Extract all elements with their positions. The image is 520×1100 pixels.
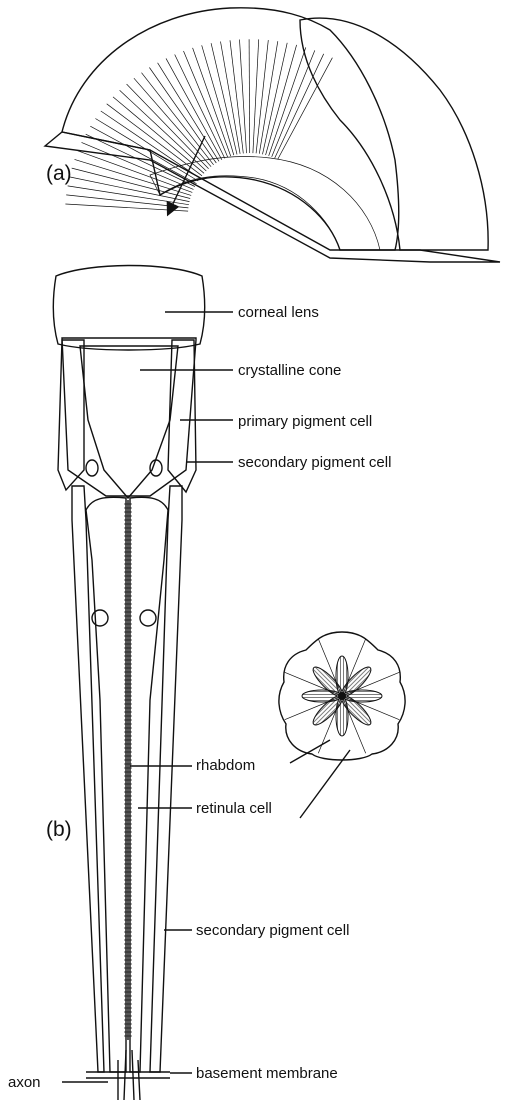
secondary-pigment-cell-left bbox=[72, 486, 104, 1072]
panel-label-a: (a) bbox=[46, 162, 72, 185]
whole-eye-illustration bbox=[45, 8, 500, 262]
panel-label-b: (b) bbox=[46, 818, 72, 841]
secondary-pigment-cell-right bbox=[150, 486, 182, 1072]
rhabdom-cross-section bbox=[279, 632, 405, 760]
label-corneal-lens: corneal lens bbox=[238, 304, 319, 321]
label-retinula-cell: retinula cell bbox=[196, 800, 272, 817]
label-rhabdom: rhabdom bbox=[196, 757, 255, 774]
ommatidium-illustration bbox=[53, 266, 205, 1100]
axons bbox=[118, 1050, 140, 1100]
label-axon: axon bbox=[8, 1074, 41, 1091]
label-secondary-pigment-cell-lower: secondary pigment cell bbox=[196, 922, 349, 939]
label-crystalline-cone: crystalline cone bbox=[238, 362, 341, 379]
label-primary-pigment-cell: primary pigment cell bbox=[238, 413, 372, 430]
label-basement-membrane: basement membrane bbox=[196, 1065, 338, 1082]
retinula-cell-left bbox=[86, 497, 126, 1072]
retinula-cell-right bbox=[130, 497, 168, 1072]
label-secondary-pigment-cell-upper: secondary pigment cell bbox=[238, 454, 391, 471]
ommatidia-fan bbox=[65, 39, 332, 211]
